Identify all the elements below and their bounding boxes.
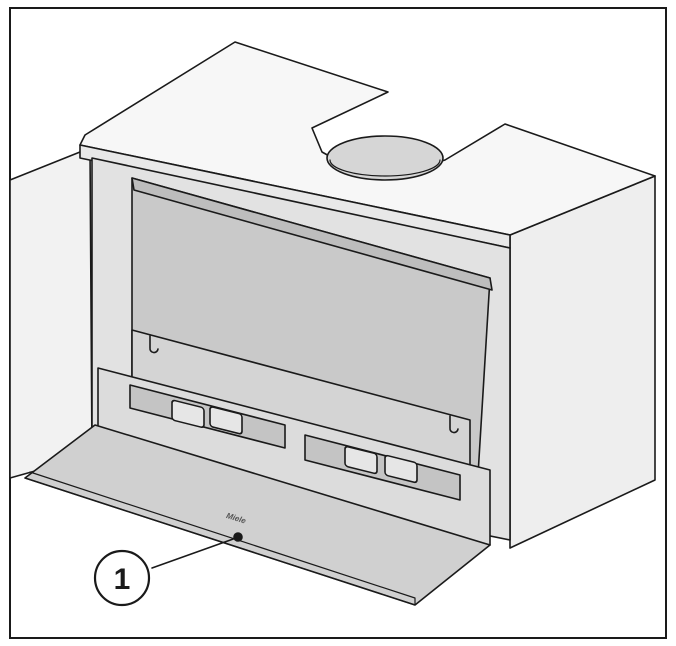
callout-target-dot: [233, 532, 243, 542]
slider-handle: [171, 399, 205, 429]
rail-notch-left: [149, 335, 159, 354]
canopy-panel-top-edge: [131, 177, 493, 291]
slider-handle: [384, 454, 418, 484]
slider-handle: [209, 406, 243, 435]
callout-number: 1: [114, 563, 131, 596]
duct-inner-shadow: [329, 159, 441, 177]
rail-notch-right: [449, 415, 459, 434]
left-cabinet-door: [9, 147, 93, 479]
duct-opening: [326, 135, 444, 181]
callout-circle: [93, 549, 151, 607]
slider-handle: [344, 445, 378, 475]
bottom-flap-edge: [24, 471, 416, 606]
callout-leader: [151, 537, 237, 569]
